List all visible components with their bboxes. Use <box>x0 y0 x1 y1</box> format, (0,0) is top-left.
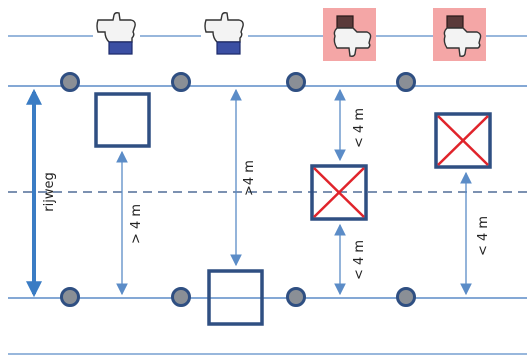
thumbs-up-icon <box>93 12 140 60</box>
thumbs-up-icon <box>201 12 248 60</box>
thumbs-down-icon <box>323 8 376 61</box>
clearance-label: < 4 m <box>476 216 491 256</box>
node <box>171 287 191 307</box>
clearance-label: < 4 m <box>352 108 367 148</box>
road-label: rijweg <box>42 172 57 211</box>
bottom-nodes <box>60 287 416 307</box>
cross <box>313 167 365 218</box>
node <box>60 72 80 92</box>
vehicle-box <box>207 269 264 326</box>
thumbs-down-icon <box>433 8 486 61</box>
vehicle-box <box>94 92 151 148</box>
node <box>396 287 416 307</box>
node <box>286 287 306 307</box>
node <box>286 72 306 92</box>
node <box>396 72 416 92</box>
node <box>171 72 191 92</box>
clearance-label: > 4 m <box>129 204 144 244</box>
vehicle-box-crossed <box>434 112 492 169</box>
clearance-label: < 4 m <box>352 240 367 280</box>
clearance-label: >4 m <box>242 160 257 196</box>
cross <box>437 115 489 166</box>
top-nodes <box>60 72 416 92</box>
vehicle-box-crossed <box>310 164 368 221</box>
node <box>60 287 80 307</box>
